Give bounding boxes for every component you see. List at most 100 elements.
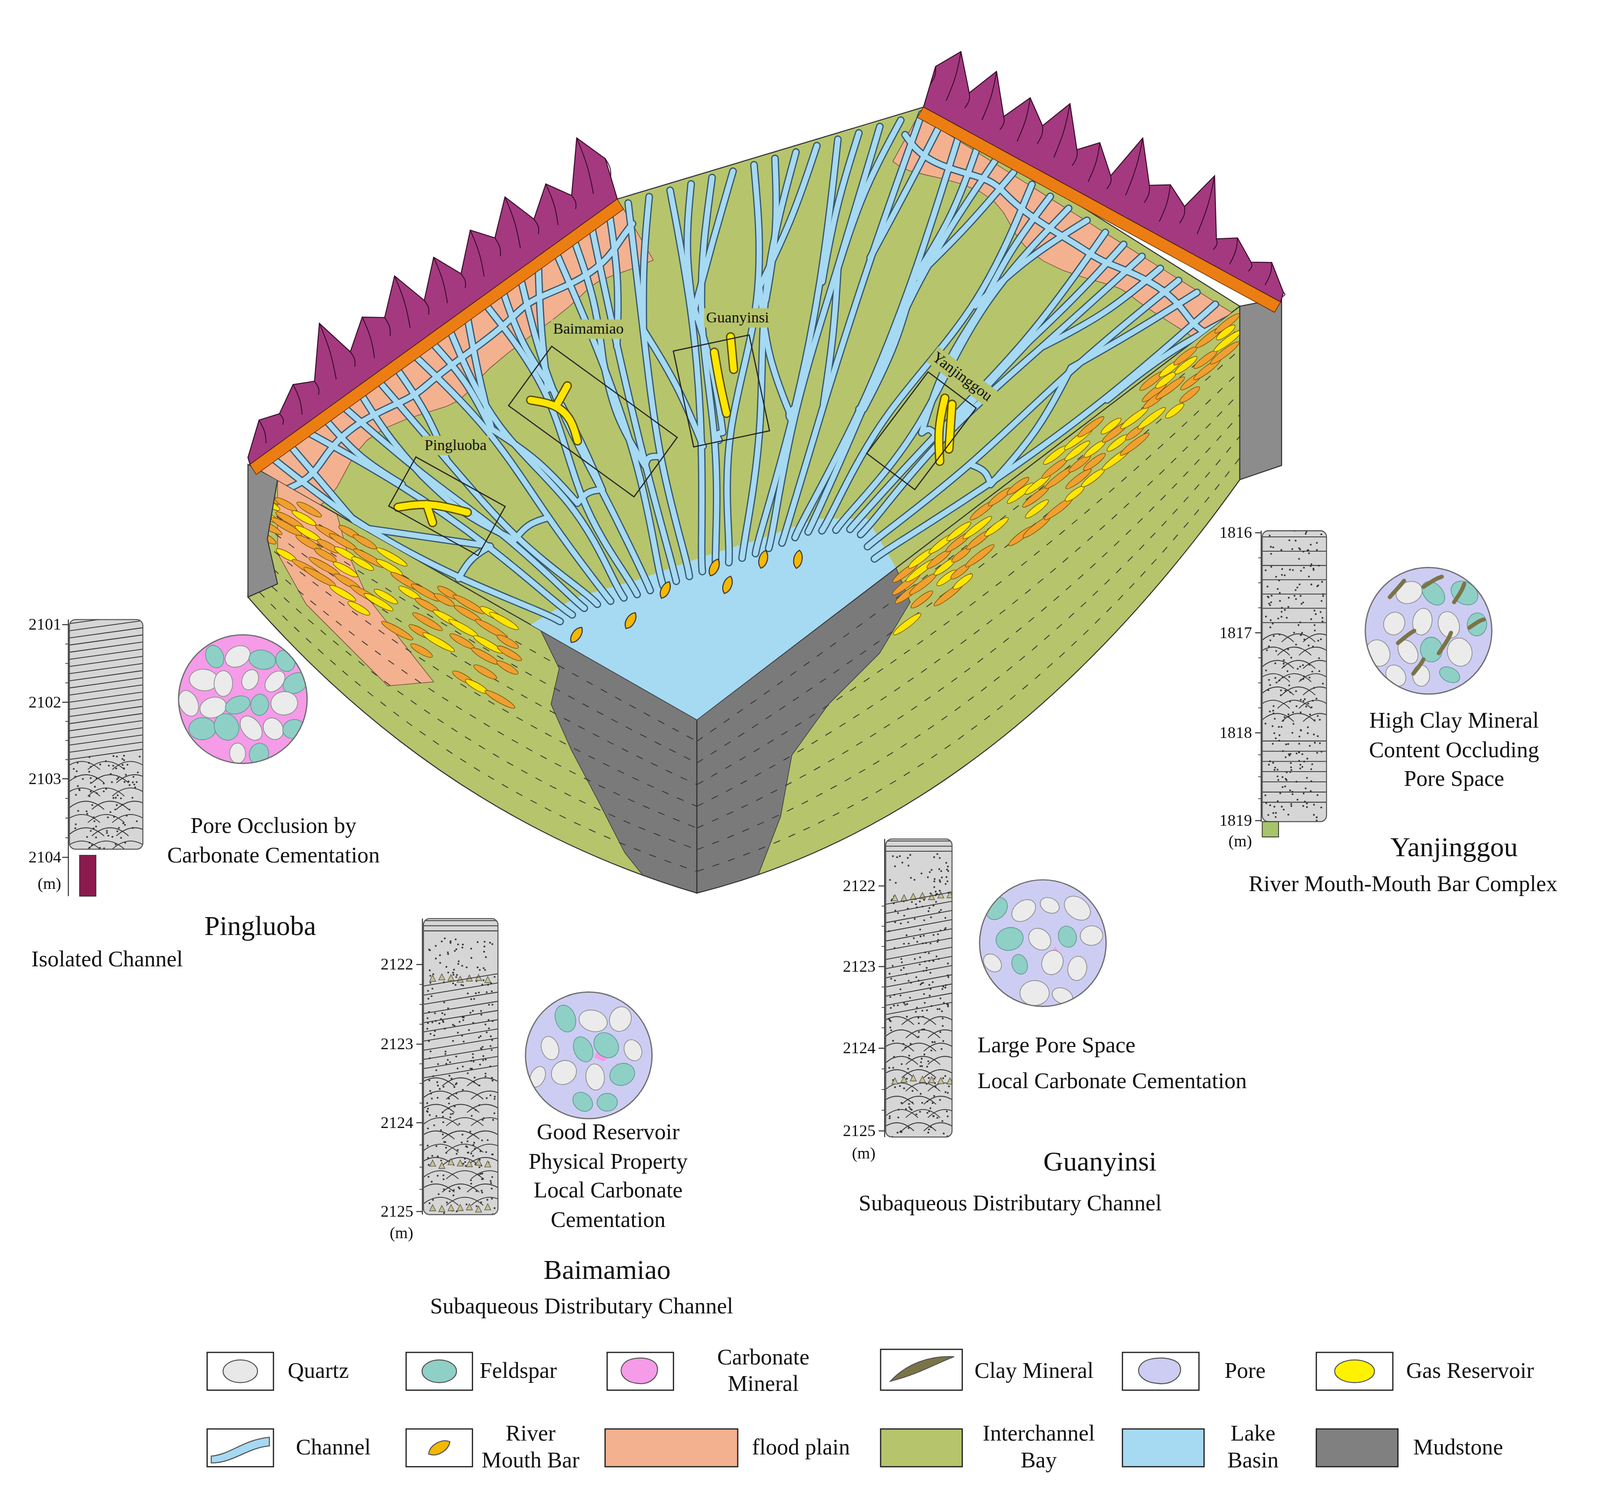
cross-bedding xyxy=(1299,646,1327,655)
sand-dot xyxy=(1289,789,1292,792)
sand-dot xyxy=(433,1034,436,1036)
sand-dot xyxy=(1295,689,1297,692)
mountain-ridge xyxy=(504,196,521,249)
sand-dot xyxy=(890,977,893,980)
column-base-bed xyxy=(1262,821,1279,837)
sand-dot xyxy=(491,1197,493,1200)
sand-dot xyxy=(933,1077,936,1080)
sand-dot xyxy=(926,1111,929,1114)
cross-bedding xyxy=(442,1157,480,1166)
sand-dot xyxy=(899,922,902,925)
sand-dot xyxy=(1287,752,1290,755)
sand-dot xyxy=(1267,763,1270,766)
sand-dot xyxy=(1287,813,1290,816)
cross-bedding xyxy=(1262,646,1290,655)
channel-bank xyxy=(867,280,1179,547)
sand-dot xyxy=(93,820,96,822)
channel xyxy=(687,183,695,318)
sand-dot xyxy=(1301,663,1304,666)
gravel xyxy=(937,1077,945,1084)
site-title: Pingluoba xyxy=(204,909,317,944)
sand-dot xyxy=(932,1115,935,1117)
sand-dot xyxy=(1279,689,1282,692)
sand-dot xyxy=(894,979,896,981)
sand-dot xyxy=(903,914,906,917)
sand-dot xyxy=(1269,684,1271,686)
sand-dot xyxy=(1302,804,1305,807)
cross-bedding xyxy=(905,1109,941,1118)
sand-dot xyxy=(440,1129,442,1131)
gravel xyxy=(891,894,899,901)
sand-lens xyxy=(346,598,372,618)
sand-dot xyxy=(941,1017,944,1019)
sand-dot xyxy=(447,971,450,974)
channel-bank xyxy=(514,517,548,540)
sand-dot xyxy=(1269,804,1271,806)
sand-dot xyxy=(1302,699,1305,702)
clay-mineral xyxy=(1423,576,1442,587)
sand-dot xyxy=(898,1084,901,1087)
channel xyxy=(921,429,936,435)
legend-item xyxy=(607,1351,674,1390)
gravel xyxy=(448,1158,455,1165)
sand-dot xyxy=(1320,599,1323,602)
cross-bedding xyxy=(87,840,125,849)
quartz-grain xyxy=(1059,890,1096,925)
legend-item xyxy=(207,1351,274,1390)
sand-dot xyxy=(928,994,931,997)
cross-bedding xyxy=(1303,686,1327,695)
sand-dot xyxy=(89,829,92,832)
depth-tick xyxy=(878,1129,885,1131)
sand-dot xyxy=(136,820,138,822)
sand-dot xyxy=(1299,665,1301,668)
channel xyxy=(869,124,941,258)
lamination xyxy=(885,965,952,978)
sand-dot xyxy=(470,1152,472,1155)
feldspar-grain xyxy=(569,1033,597,1065)
sand-lens xyxy=(1163,401,1186,421)
cross-bedding xyxy=(423,1117,459,1126)
channel xyxy=(643,196,650,330)
sand-dot xyxy=(78,789,81,792)
sand-dot xyxy=(1280,725,1283,728)
depth-tick xyxy=(416,1043,423,1045)
sand-dot xyxy=(1273,731,1275,734)
sand-dot xyxy=(445,1201,448,1203)
sand-dot xyxy=(888,972,891,975)
sand-dot xyxy=(1292,722,1295,725)
sand-dot xyxy=(946,880,949,882)
cross-bedding xyxy=(446,1090,484,1100)
sand-dot xyxy=(466,1072,469,1074)
cross-bedding xyxy=(470,1197,498,1206)
sand-dot xyxy=(911,900,913,903)
quartz-grain xyxy=(979,949,1006,976)
cross-bedding xyxy=(466,1130,498,1139)
sand-dot xyxy=(1283,658,1285,661)
cross-bedding xyxy=(446,1197,484,1206)
legend-box-border xyxy=(880,1348,963,1390)
cross-bedding xyxy=(470,1117,498,1126)
sand-dot xyxy=(940,1048,943,1050)
gravel xyxy=(484,1160,492,1167)
sand-dot xyxy=(1313,609,1316,612)
sand-dot xyxy=(927,876,929,878)
sand-dot xyxy=(481,1172,484,1175)
mountain-range xyxy=(923,51,1284,302)
gas-reservoir xyxy=(730,336,734,370)
channel xyxy=(823,268,839,404)
lamination xyxy=(885,910,952,923)
cross-bedding xyxy=(423,1130,455,1139)
column-pattern xyxy=(423,920,498,1215)
cross-bedding xyxy=(446,1143,484,1152)
depth-label: 2122 xyxy=(842,875,876,897)
sand-dot xyxy=(429,981,432,984)
sand-dot xyxy=(427,1163,430,1166)
sand-dot xyxy=(429,974,432,977)
sand-dot xyxy=(1301,752,1304,755)
sand-dot xyxy=(910,876,912,879)
sand-dot xyxy=(442,1085,445,1088)
channel-bank xyxy=(1107,316,1234,400)
sand-dot xyxy=(483,950,485,953)
sand-dot xyxy=(456,1067,459,1070)
